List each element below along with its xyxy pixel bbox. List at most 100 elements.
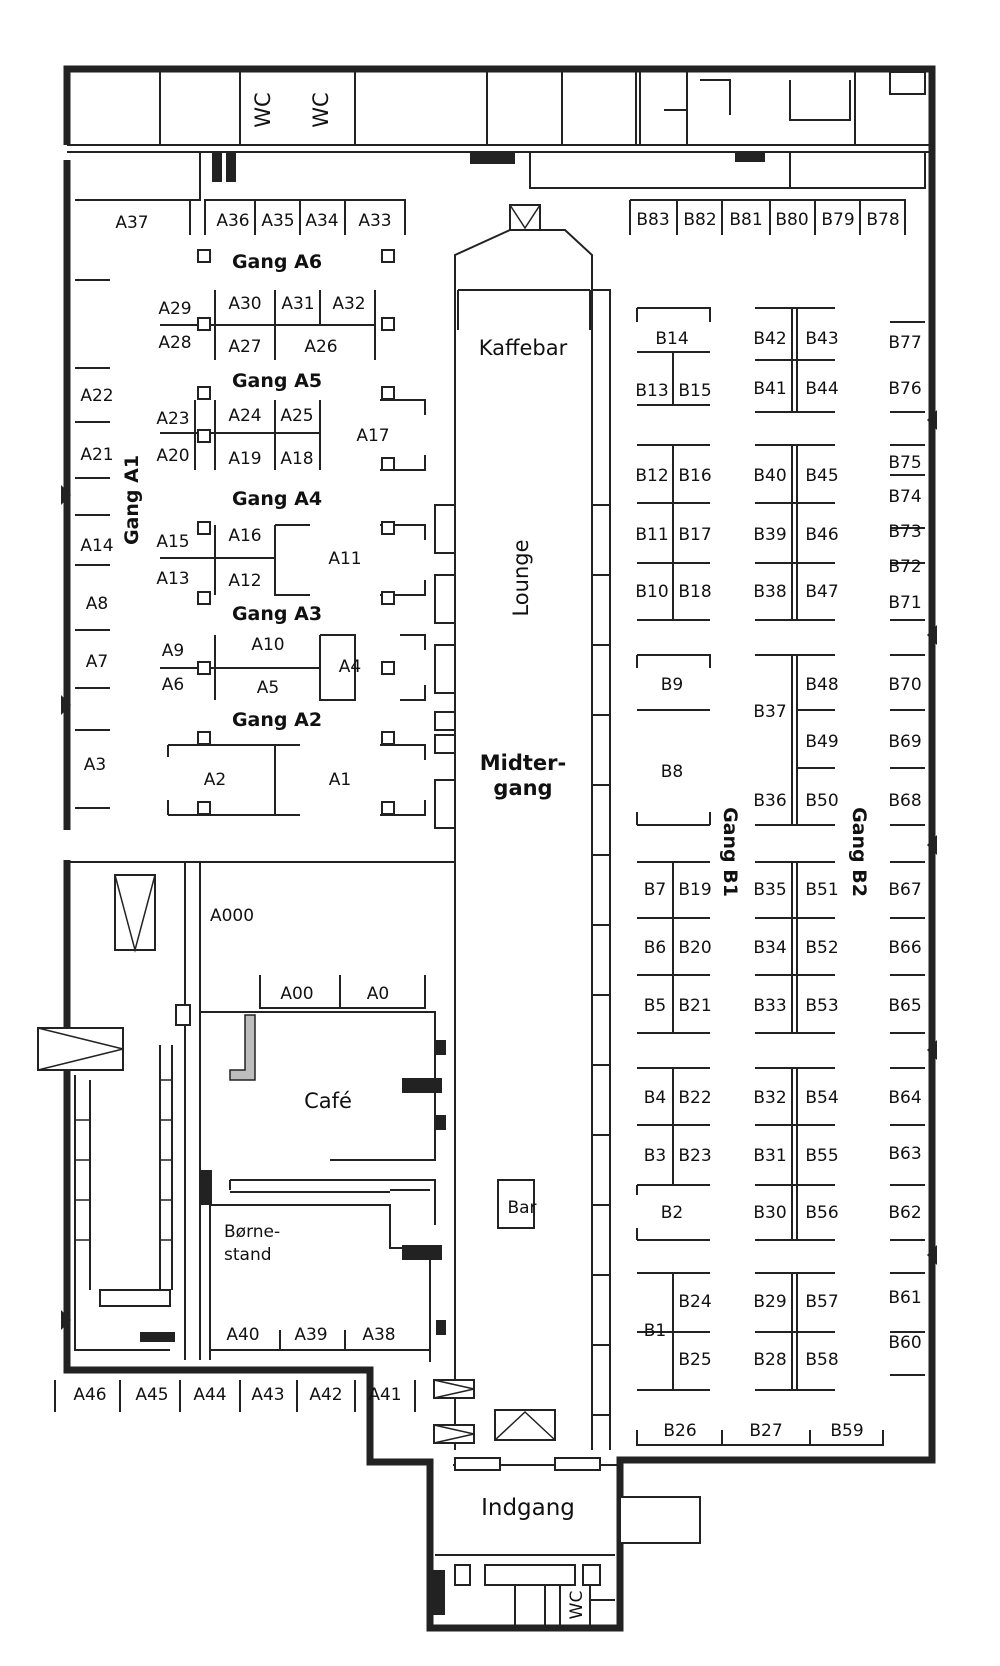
booth-label: B59 [830, 1421, 863, 1441]
wc-label: WC [309, 92, 333, 127]
booth-label: B73 [888, 522, 921, 542]
booth-label: B75 [888, 453, 921, 473]
booth-label: B5 [644, 996, 666, 1016]
booth-label: B35 [753, 880, 786, 900]
booth-label: B83 [636, 210, 669, 230]
booth-label: B27 [749, 1421, 782, 1441]
aisle-label-a1: Gang A1 [121, 455, 143, 545]
booth-label: B48 [805, 675, 838, 695]
midtergang-strip [433, 204, 611, 1450]
booth-label: B62 [888, 1203, 921, 1223]
bar-label: Bar [507, 1198, 536, 1218]
booth-label: B38 [753, 582, 786, 602]
booth-label: B36 [753, 791, 786, 811]
booth-label: B77 [888, 333, 921, 353]
booth-label: B54 [805, 1088, 838, 1108]
booth-label: B63 [888, 1144, 921, 1164]
booth-label: A9 [162, 641, 184, 661]
booth-label: B24 [678, 1292, 711, 1312]
booth-label: B64 [888, 1088, 921, 1108]
booth-label: B42 [753, 329, 786, 349]
booth-label: A000 [210, 906, 254, 926]
booth-label: B45 [805, 466, 838, 486]
booth-label: B6 [644, 938, 666, 958]
a-area-walls [37, 249, 455, 1412]
aisle-label-a3: Gang A3 [232, 603, 322, 625]
booth-label: B74 [888, 487, 921, 507]
stairs [140, 152, 765, 1615]
booth-label: B57 [805, 1292, 838, 1312]
booth-label: B68 [888, 791, 921, 811]
booth-label: B65 [888, 996, 921, 1016]
booth-label: B53 [805, 996, 838, 1016]
booth-label: B3 [644, 1146, 666, 1166]
booth-label: B44 [805, 379, 838, 399]
booth-label: A5 [257, 678, 279, 698]
booth-label: B14 [655, 329, 688, 349]
kaffebar-label: Kaffebar [479, 336, 568, 360]
booth-label: B11 [635, 525, 668, 545]
booth-label: B46 [805, 525, 838, 545]
booth-labels: A37 A36 A35 A34 A33 A29 A30 A31 A32 A28 … [73, 210, 921, 1441]
booth-label: B20 [678, 938, 711, 958]
booth-label: A29 [158, 299, 191, 319]
booth-label: B17 [678, 525, 711, 545]
booth-label: B1 [644, 1321, 666, 1341]
booth-label: A41 [368, 1385, 401, 1405]
aisle-label-a5: Gang A5 [232, 370, 322, 392]
booth-label: A15 [156, 532, 189, 552]
booth-label: B56 [805, 1203, 838, 1223]
booth-label: B49 [805, 732, 838, 752]
booth-label: B8 [661, 762, 683, 782]
booth-label: B10 [635, 582, 668, 602]
booth-label: A7 [86, 652, 108, 672]
booth-label: A3 [84, 755, 106, 775]
booth-label: A30 [228, 294, 261, 314]
booth-label: B55 [805, 1146, 838, 1166]
booth-label: B31 [753, 1146, 786, 1166]
booth-label: A24 [228, 406, 261, 426]
booth-label: B71 [888, 593, 921, 613]
booth-label: A4 [339, 657, 361, 677]
booth-label: A35 [261, 211, 294, 231]
booth-label: B26 [663, 1421, 696, 1441]
aisle-label-a4: Gang A4 [232, 488, 322, 510]
booth-label: A20 [156, 446, 189, 466]
door-markers [61, 410, 937, 1330]
booth-label: A19 [228, 449, 261, 469]
booth-label: A32 [332, 294, 365, 314]
booth-label: B82 [683, 210, 716, 230]
booth-label: B67 [888, 880, 921, 900]
booth-label: A31 [281, 294, 314, 314]
booth-label: A0 [367, 984, 389, 1004]
booth-label: A37 [115, 213, 148, 233]
booth-label: B47 [805, 582, 838, 602]
booth-label: B4 [644, 1088, 666, 1108]
booth-label: B61 [888, 1288, 921, 1308]
booth-label: B32 [753, 1088, 786, 1108]
booth-label: B12 [635, 466, 668, 486]
booth-label: B30 [753, 1203, 786, 1223]
midtergang-label-line1: Midter- [480, 751, 566, 775]
booth-label: B16 [678, 466, 711, 486]
aisle-label-a6: Gang A6 [232, 251, 322, 273]
cafe-label: Café [304, 1089, 352, 1113]
booth-label: A39 [294, 1325, 327, 1345]
booth-label: A38 [362, 1325, 395, 1345]
booth-label: B29 [753, 1292, 786, 1312]
booth-label: B43 [805, 329, 838, 349]
booth-label: A6 [162, 675, 184, 695]
booth-label: A11 [328, 549, 361, 569]
aisle-label-b2: Gang B2 [848, 807, 870, 897]
booth-label: A1 [329, 770, 351, 790]
b-area-walls [636, 307, 925, 1446]
booth-label: B60 [888, 1333, 921, 1353]
booth-label: B58 [805, 1350, 838, 1370]
booth-label: B78 [866, 210, 899, 230]
booth-label: B25 [678, 1350, 711, 1370]
booth-label: B69 [888, 732, 921, 752]
booth-label: B23 [678, 1146, 711, 1166]
entrance-walls [435, 1457, 701, 1625]
booth-label: B34 [753, 938, 786, 958]
